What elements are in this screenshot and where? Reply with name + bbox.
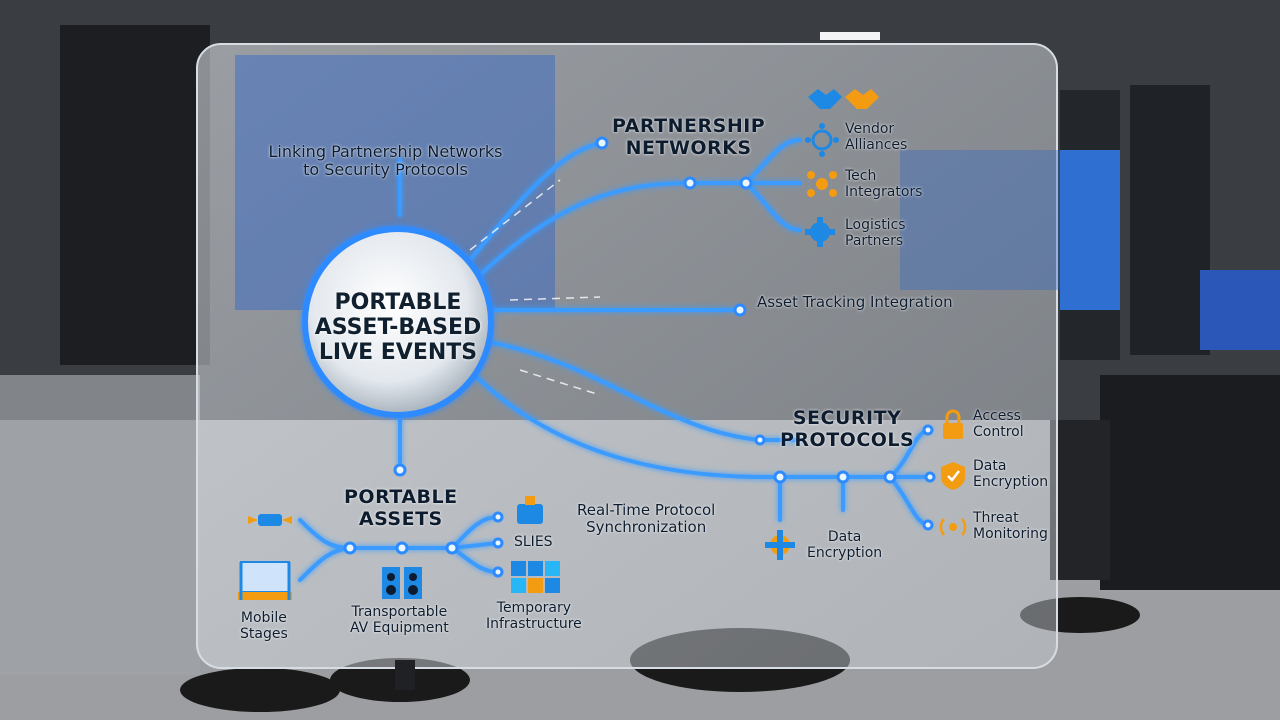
security-title-line: PROTOCOLS — [780, 428, 915, 451]
item-line: Vendor — [845, 121, 895, 137]
hub-icon — [807, 171, 837, 197]
item-line: AV Equipment — [350, 620, 449, 637]
security-item-access: Access Control — [973, 408, 1024, 440]
item-line: Transportable — [351, 604, 448, 620]
connection-lines — [298, 138, 932, 582]
item-line: Logistics — [845, 217, 906, 233]
item-line: Alliances — [845, 137, 908, 154]
item-line: Monitoring — [973, 526, 1048, 543]
gear-icon — [765, 530, 795, 560]
assets-title-line: PORTABLE — [344, 486, 458, 508]
connection-nodes — [343, 136, 936, 578]
signal-icon — [939, 518, 967, 536]
glass-panel — [196, 43, 1058, 669]
subtitle: Linking Partnership Networks to Security… — [258, 142, 513, 180]
grid-icon — [511, 561, 560, 593]
robot-icon — [517, 496, 543, 524]
shield-icon — [941, 462, 965, 490]
item-line: Encryption — [807, 545, 883, 562]
assets-title-line: ASSETS — [358, 507, 443, 530]
portable-assets-title: PORTABLE ASSETS — [344, 486, 458, 531]
item-line: Integrators — [845, 184, 923, 201]
security-item-encryption: Data Encryption — [973, 458, 1048, 490]
item-line: Threat — [973, 510, 1019, 526]
item-line: Infrastructure — [486, 616, 582, 633]
realtime-line: Synchronization — [586, 518, 707, 537]
realtime-label: Real-Time Protocol Synchronization — [577, 501, 716, 537]
item-line: Data — [973, 458, 1007, 474]
network-icon — [805, 123, 839, 157]
partnership-item-logistics: Logistics Partners — [845, 217, 906, 249]
item-line: Temporary — [496, 600, 572, 616]
item-line: Control — [973, 424, 1024, 441]
partnership-title-line: NETWORKS — [625, 136, 752, 159]
lock-icon — [943, 409, 963, 439]
asset-tracking-label: Asset Tracking Integration — [757, 293, 953, 311]
asset-item-stages: Mobile Stages — [240, 610, 288, 642]
security-lower-encryption: Data Encryption — [807, 529, 882, 561]
stage-icon — [238, 561, 292, 600]
item-line: Encryption — [973, 474, 1049, 491]
handshake-icon — [845, 89, 879, 109]
asset-item-infrastructure: Temporary Infrastructure — [486, 600, 582, 632]
drone-icon — [248, 514, 292, 526]
partnership-title-line: PARTNERSHIP — [612, 115, 766, 137]
partnership-item-vendor: Vendor Alliances — [845, 121, 907, 153]
gear-icon — [805, 217, 835, 247]
hub-title-line: PORTABLE — [334, 290, 462, 315]
item-line: Stages — [240, 626, 288, 643]
partnership-title: PARTNERSHIP NETWORKS — [612, 115, 766, 160]
subtitle-line: to Security Protocols — [303, 160, 468, 180]
item-line: Tech — [845, 168, 877, 184]
realtime-line: Real-Time Protocol — [577, 501, 716, 519]
speaker-icon — [382, 567, 422, 599]
item-line: Mobile — [240, 610, 287, 626]
hub-circle — [302, 226, 494, 418]
hub-title: PORTABLE ASSET-BASED LIVE EVENTS — [303, 290, 493, 365]
security-title: SECURITY PROTOCOLS — [780, 407, 915, 452]
security-title-line: SECURITY — [792, 407, 902, 429]
handshake-icon — [808, 89, 842, 109]
asset-item-av: Transportable AV Equipment — [350, 604, 449, 636]
item-line: Partners — [845, 233, 904, 250]
asset-item-slies: SLIES — [514, 534, 553, 550]
security-item-threat: Threat Monitoring — [973, 510, 1048, 542]
hub-title-line: ASSET-BASED — [314, 315, 482, 340]
partnership-item-tech: Tech Integrators — [845, 168, 922, 200]
item-line: Access — [973, 408, 1021, 424]
subtitle-line: Linking Partnership Networks — [268, 142, 503, 161]
item-line: Data — [827, 529, 862, 545]
item-line: SLIES — [514, 534, 553, 550]
hub-title-line: LIVE EVENTS — [318, 340, 478, 365]
